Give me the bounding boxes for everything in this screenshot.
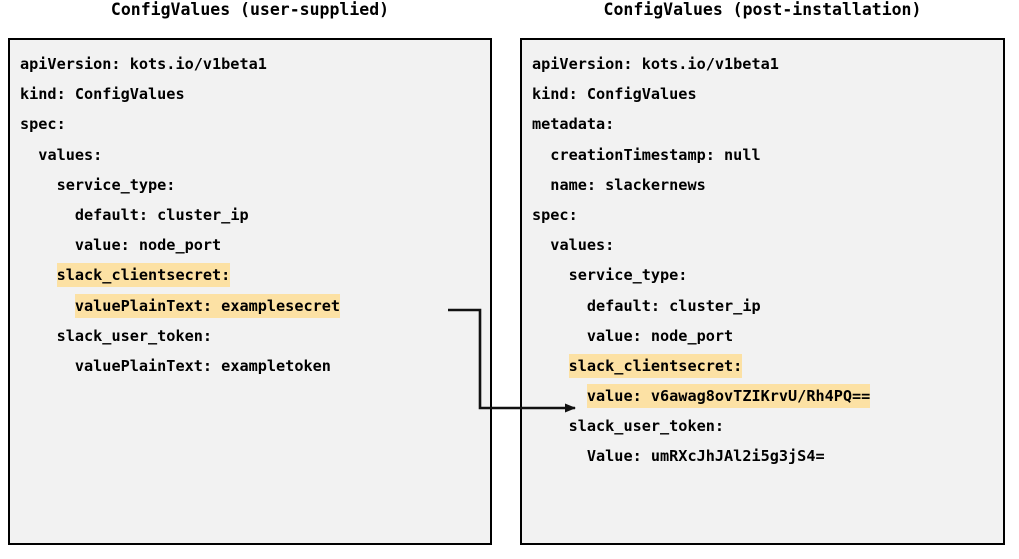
right-config-line: value: v6awag8ovTZIKrvU/Rh4PQ== (532, 381, 1001, 411)
right-config-line-text: default: cluster_ip (586, 296, 761, 315)
left-config-line-text: apiVersion: kots.io/v1beta1 (20, 55, 267, 73)
left-config-line: slack_clientsecret: (20, 260, 488, 290)
left-config-line: valuePlainText: examplesecret (20, 291, 488, 321)
left-config-line: kind: ConfigValues (20, 79, 488, 109)
left-config-indent (20, 266, 57, 284)
right-panel: ConfigValues (post-installation) (514, 0, 1011, 559)
left-config-line: values: (20, 140, 488, 170)
right-config-line: values: (532, 230, 1001, 260)
right-config-line: slack_user_token: (532, 411, 1001, 441)
left-config-line-text: spec: (20, 115, 66, 134)
right-config-lines: apiVersion: kots.io/v1beta1 kind: ConfigV… (532, 49, 1001, 472)
left-config-indent (20, 146, 38, 164)
right-config-indent (532, 176, 550, 194)
right-config-line: apiVersion: kots.io/v1beta1 (532, 49, 1001, 79)
right-config-line-text: kind: ConfigValues (532, 85, 697, 104)
right-config-line-text: spec: (532, 205, 578, 224)
left-config-line-text: service_type: (56, 175, 176, 194)
left-config-indent (20, 327, 57, 345)
right-config-line-text: service_type: (568, 266, 688, 285)
left-config-line: apiVersion: kots.io/v1beta1 (20, 49, 488, 79)
left-config-code-box: apiVersion: kots.io/v1beta1 kind: ConfigV… (8, 38, 492, 545)
left-config-line: service_type: (20, 170, 488, 200)
right-config-line-highlighted: value: v6awag8ovTZIKrvU/Rh4PQ== (586, 384, 871, 409)
right-panel-title: ConfigValues (post-installation) (603, 0, 922, 19)
right-config-line: default: cluster_ip (532, 291, 1001, 321)
left-config-lines: apiVersion: kots.io/v1beta1 kind: ConfigV… (20, 49, 488, 381)
right-config-line: spec: (532, 200, 1001, 230)
right-config-indent (532, 297, 587, 315)
right-config-indent (532, 447, 587, 465)
left-config-line-highlighted: valuePlainText: examplesecret (74, 293, 341, 318)
left-panel-title: ConfigValues (user-supplied) (110, 0, 390, 19)
right-config-line-text: name: slackernews (550, 175, 706, 194)
left-config-line: value: node_port (20, 230, 488, 260)
right-config-line-text: Value: umRXcJhJAl2i5g3jS4= (586, 447, 825, 466)
left-config-line-text: valuePlainText: exampletoken (74, 356, 331, 375)
right-config-indent (532, 236, 550, 254)
right-config-indent (532, 266, 569, 284)
left-config-line-highlighted: slack_clientsecret: (56, 263, 231, 288)
right-config-line-highlighted: slack_clientsecret: (568, 353, 743, 378)
right-config-line: service_type: (532, 260, 1001, 290)
right-config-line: Value: umRXcJhJAl2i5g3jS4= (532, 441, 1001, 471)
left-config-line: valuePlainText: exampletoken (20, 351, 488, 381)
right-config-line-text: apiVersion: kots.io/v1beta1 (532, 55, 779, 73)
right-config-indent (532, 417, 569, 435)
right-config-line-text: slack_user_token: (568, 417, 725, 436)
left-config-line-text: value: node_port (74, 236, 222, 255)
right-config-line-text: metadata: (532, 115, 615, 134)
right-config-line: name: slackernews (532, 170, 1001, 200)
right-config-indent (532, 146, 550, 164)
left-config-line: default: cluster_ip (20, 200, 488, 230)
left-config-line-text: values: (38, 145, 103, 164)
right-config-indent (532, 387, 587, 405)
left-config-indent (20, 236, 75, 254)
left-config-line-text: default: cluster_ip (74, 205, 249, 224)
right-config-code-box: apiVersion: kots.io/v1beta1 kind: ConfigV… (520, 38, 1005, 545)
left-config-line-text: kind: ConfigValues (20, 85, 185, 104)
left-panel: ConfigValues (user-supplied) (0, 0, 500, 559)
right-config-line: creationTimestamp: null (532, 140, 1001, 170)
right-config-line: value: node_port (532, 321, 1001, 351)
left-config-indent (20, 297, 75, 315)
right-config-line-text: creationTimestamp: null (550, 145, 761, 164)
right-config-line: kind: ConfigValues (532, 79, 1001, 109)
left-config-indent (20, 206, 75, 224)
right-config-line-text: value: node_port (586, 326, 734, 345)
right-config-line: slack_clientsecret: (532, 351, 1001, 381)
left-config-indent (20, 357, 75, 375)
right-config-indent (532, 327, 587, 345)
right-config-line-text: values: (550, 236, 615, 255)
left-config-line: spec: (20, 109, 488, 139)
right-config-line: metadata: (532, 109, 1001, 139)
left-config-line: slack_user_token: (20, 321, 488, 351)
right-config-indent (532, 357, 569, 375)
left-config-line-text: slack_user_token: (56, 326, 213, 345)
left-config-indent (20, 176, 57, 194)
